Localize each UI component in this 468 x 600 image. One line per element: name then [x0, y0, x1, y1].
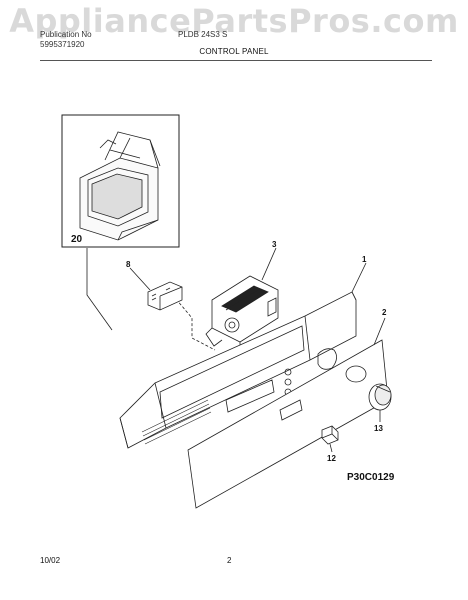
dispenser-drawing — [79, 131, 161, 241]
callout-13: 13 — [374, 424, 383, 433]
part-1-drawing — [119, 291, 357, 449]
watermark: AppliancePartsPros.com — [9, 2, 459, 40]
diagram-code: P30C0129 — [347, 472, 395, 483]
callout-1: 1 — [362, 255, 367, 264]
callout-2: 2 — [382, 308, 387, 317]
callout-12: 12 — [327, 454, 336, 463]
model-number: PLDB 24S3 S — [178, 30, 228, 39]
callout-20: 20 — [71, 234, 83, 245]
publication-info: Publication No 5995371920 — [40, 30, 92, 50]
callout-8: 8 — [126, 260, 131, 269]
callout-3: 3 — [272, 240, 277, 249]
inset-box — [61, 114, 180, 248]
part-8-drawing — [147, 281, 183, 311]
part-3-drawing — [205, 275, 279, 350]
section-title: CONTROL PANEL — [199, 47, 269, 56]
publication-number: 5995371920 — [40, 40, 85, 49]
header-rule — [40, 60, 432, 61]
part-12-drawing — [321, 425, 339, 445]
part-13-drawing — [368, 383, 392, 411]
footer-page: 2 — [227, 556, 232, 565]
footer-date: 10/02 — [40, 556, 61, 565]
publication-label: Publication No — [40, 30, 92, 39]
